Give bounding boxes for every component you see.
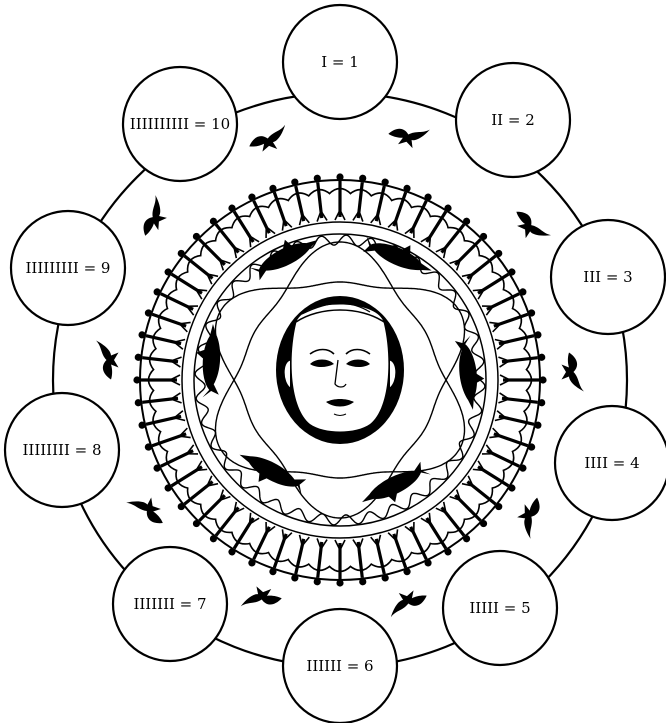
person-figure-icon — [203, 212, 249, 262]
face-icon — [276, 296, 404, 444]
person-figure-icon — [458, 471, 508, 517]
numeral-node: II = 2 — [456, 63, 570, 177]
person-figure-icon — [431, 212, 477, 262]
numeral-node: IIIII = 5 — [443, 551, 557, 665]
numeral-label: IIII = 4 — [584, 454, 639, 472]
person-figure-icon — [458, 243, 508, 289]
bird-icon — [511, 494, 550, 539]
bird-icon — [386, 119, 429, 151]
numeral-label: IIIIIIIII = 9 — [26, 259, 111, 277]
numeral-node: I = 1 — [283, 5, 397, 119]
numeral-node: IIIIII = 6 — [283, 609, 397, 723]
person-figure-icon — [172, 471, 222, 517]
person-figure-icon — [186, 485, 235, 534]
person-figure-icon — [445, 226, 494, 275]
dolphin-icon — [193, 323, 225, 399]
dolphin-icon — [233, 444, 310, 504]
numeral-node: IIIIIIIIII = 10 — [123, 67, 237, 181]
numeral-node: III = 3 — [551, 220, 665, 334]
person-figure-icon — [186, 226, 235, 275]
bird-icon — [126, 488, 168, 532]
bird-icon — [241, 584, 283, 613]
numeral-node: IIIIIII = 7 — [113, 547, 227, 661]
numeral-label: IIIIIII = 7 — [133, 595, 206, 613]
bird-icon — [247, 125, 289, 154]
numeral-label: II = 2 — [491, 111, 535, 129]
numeral-label: IIIII = 5 — [469, 599, 530, 617]
numeral-node: IIIIIIII = 8 — [5, 393, 119, 507]
numeral-label: IIIIIIIIII = 10 — [130, 115, 230, 133]
numeral-node: IIII = 4 — [555, 406, 666, 520]
numeral-label: III = 3 — [583, 268, 632, 286]
person-figure-icon — [431, 498, 477, 548]
person-figure-icon — [172, 243, 222, 289]
numeral-label: IIIIII = 6 — [306, 657, 373, 675]
person-figure-icon — [445, 485, 494, 534]
numeral-node: IIIIIIIII = 9 — [11, 211, 125, 325]
numeral-label: I = 1 — [321, 53, 359, 71]
bird-icon — [387, 588, 429, 617]
numeral-label: IIIIIIII = 8 — [22, 441, 101, 459]
person-figure-icon — [203, 498, 249, 548]
bird-icon — [510, 203, 551, 248]
bird-icon — [96, 341, 119, 380]
bird-icon — [133, 195, 174, 240]
bird-icon — [562, 353, 585, 392]
